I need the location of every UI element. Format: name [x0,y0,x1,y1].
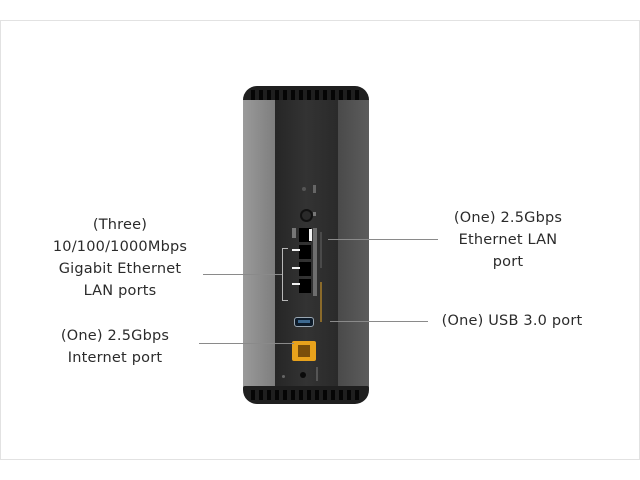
top-vent-grille [243,86,369,104]
callout-line: LAN ports [83,283,157,299]
label-icon [292,228,296,238]
usb-leader [330,321,428,322]
bottom-vent-grille [243,386,369,404]
callout-line: Gigabit Ethernet [58,261,182,277]
callout-line: Ethernet LAN [458,232,558,248]
lan-port-2 [299,262,311,276]
callout-line: (One) 2.5Gbps [60,328,170,344]
indicator-icon [313,185,316,193]
router-back-panel [243,86,369,404]
callout-lan-gigabit: (Three) 10/100/1000Mbps Gigabit Ethernet… [40,214,200,302]
led-icon [313,212,316,216]
lan-bracket [282,248,283,300]
internet-port [292,341,316,361]
callout-internet: (One) 2.5Gbps Internet port [45,325,185,369]
usb-port [294,317,314,327]
lan-port-3 [299,279,311,293]
router-right-face [338,100,369,390]
power-jack-icon [300,372,306,378]
callout-line: port [492,254,524,270]
callout-usb: (One) USB 3.0 port [432,310,592,332]
lan-gigabit-leader [203,274,282,275]
callout-line: (One) 2.5Gbps [453,210,563,226]
callout-lan-25g: (One) 2.5Gbps Ethernet LAN port [438,207,578,273]
callout-line: 10/100/1000Mbps [52,239,188,255]
callout-line: (Three) [92,217,148,233]
internet-leader [199,343,294,344]
callout-line: (One) USB 3.0 port [441,313,583,329]
wps-button-icon [300,209,313,222]
lan-port-1 [299,245,311,259]
router-left-face [243,100,275,390]
lan-25g-port [299,228,311,242]
callout-line: Internet port [67,350,163,366]
lan-25g-leader [328,239,438,240]
reset-hole-icon [302,187,306,191]
